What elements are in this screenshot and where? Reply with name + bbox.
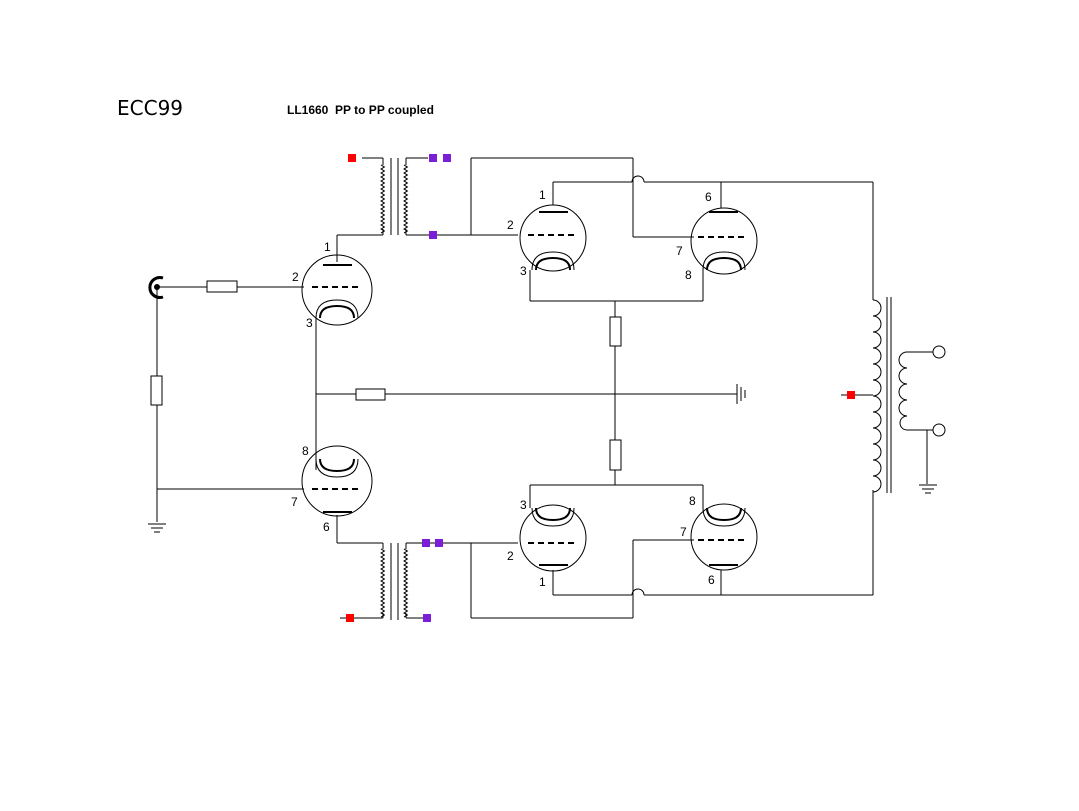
ground-icon-cathode — [736, 384, 746, 404]
marker-red — [847, 391, 855, 399]
output-terminal-return[interactable] — [932, 423, 946, 437]
pin-label: 8 — [689, 494, 696, 508]
tube-v5-driver-bottom — [519, 504, 587, 572]
marker-purple — [422, 539, 430, 547]
marker-purple — [423, 614, 431, 622]
marker-red — [346, 614, 354, 622]
pin-label: 3 — [306, 316, 313, 330]
ground-icon-output — [918, 484, 938, 494]
resistors — [150, 280, 622, 471]
marker-purple — [429, 154, 437, 162]
pin-label: 3 — [520, 498, 527, 512]
marker-purple — [443, 154, 451, 162]
resistor-top-cathode — [609, 316, 622, 347]
pin-label: 6 — [705, 190, 712, 204]
tube-v4-driver-top — [690, 207, 758, 275]
wiring — [156, 157, 937, 619]
interstage-transformer-top — [362, 157, 428, 235]
terminal-markers — [346, 154, 855, 622]
tube-v6-driver-bottom — [690, 503, 758, 571]
resistor-input — [206, 280, 238, 293]
pin-label: 1 — [324, 240, 331, 254]
pin-label: 8 — [302, 444, 309, 458]
pin-label: 7 — [291, 495, 298, 509]
resistor-grid-leak — [150, 375, 163, 406]
resistor-cathode — [355, 388, 386, 401]
input-jack-icon[interactable] — [148, 276, 164, 299]
pin-labels: 1 2 3 8 7 6 1 2 3 6 7 8 3 2 1 8 7 6 — [291, 188, 715, 589]
output-transformer — [872, 297, 908, 493]
pin-label: 3 — [520, 264, 527, 278]
tube-v3-driver-top — [519, 204, 587, 272]
tube-v1-input — [301, 254, 373, 326]
interstage-transformer-bottom — [340, 543, 424, 620]
pin-label: 1 — [539, 575, 546, 589]
page-title: ECC99 — [117, 96, 184, 120]
pin-label: 8 — [685, 268, 692, 282]
pin-label: 6 — [323, 520, 330, 534]
output-terminal-hot[interactable] — [932, 345, 946, 359]
pin-label: 6 — [708, 573, 715, 587]
marker-purple — [429, 231, 437, 239]
pin-label: 2 — [292, 270, 299, 284]
pin-label: 2 — [507, 218, 514, 232]
ground-icon-input — [147, 523, 167, 533]
marker-red — [348, 154, 356, 162]
tube-v2-input — [301, 445, 373, 517]
page-subtitle: LL1660 PP to PP coupled — [287, 103, 434, 117]
resistor-bottom-cathode — [609, 439, 622, 471]
marker-purple — [435, 539, 443, 547]
pin-label: 7 — [680, 525, 687, 539]
pin-label: 2 — [507, 549, 514, 563]
pin-label: 1 — [539, 188, 546, 202]
pin-label: 7 — [676, 244, 683, 258]
